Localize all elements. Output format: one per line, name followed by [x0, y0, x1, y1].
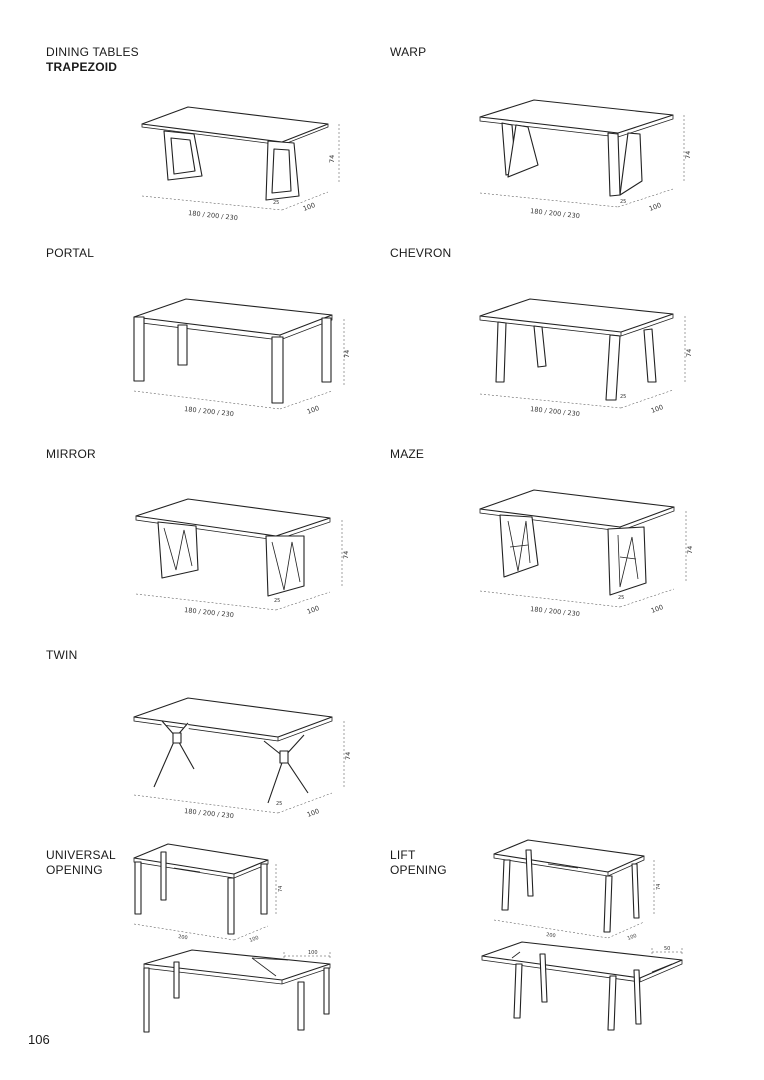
dim-depth: 100 [650, 603, 664, 615]
label-twin-line1: TWIN [46, 648, 78, 662]
dim-depth: 100 [650, 403, 664, 415]
label-portal: PORTAL [46, 246, 94, 261]
label-trapezoid: DINING TABLES TRAPEZOID [46, 45, 139, 75]
drawing-lift-closed: 200 100 74 [493, 839, 662, 942]
maze-leg-right [607, 526, 647, 596]
tabletop-extended [143, 949, 331, 981]
label-warp: WARP [390, 45, 426, 60]
maze-leg-left [499, 514, 539, 578]
dim-depth: 100 [249, 935, 260, 944]
dim-height: 74 [686, 546, 694, 554]
universal-legs [134, 851, 268, 935]
dim-depth: 100 [306, 604, 320, 616]
dim-height: 74 [685, 349, 693, 357]
drawing-chevron: 180 / 200 / 230 100 74 25 [479, 298, 693, 418]
label-universal: UNIVERSAL OPENING [46, 848, 116, 878]
dim-height: 74 [344, 752, 352, 760]
label-universal-line1: UNIVERSAL [46, 848, 116, 862]
drawing-maze: 180 / 200 / 230 100 74 25 [479, 489, 694, 618]
label-twin: TWIN [46, 648, 77, 663]
label-mirror: MIRROR [46, 447, 96, 462]
mirror-leg-right [265, 535, 305, 597]
chevron-legs [495, 321, 657, 401]
label-trapezoid-line2: TRAPEZOID [46, 60, 118, 74]
dim-length: 180 / 200 / 230 [530, 405, 580, 418]
portal-legs [133, 316, 332, 404]
label-lift: LIFT OPENING [390, 848, 447, 878]
warp-leg-left [501, 122, 539, 178]
drawing-universal-open: 100 [143, 949, 331, 1033]
page-number: 106 [28, 1032, 50, 1047]
label-lift-line1: LIFT [390, 848, 416, 862]
drawing-lift-open: 50 [481, 941, 683, 1031]
label-trapezoid-line1: DINING TABLES [46, 45, 139, 59]
dim-leg: 25 [620, 394, 626, 400]
tabletop [133, 298, 333, 336]
dim-extension: 50 [664, 946, 670, 952]
dim-extension: 100 [308, 950, 318, 956]
dim-length: 180 / 200 / 230 [530, 207, 580, 220]
label-lift-line2: OPENING [390, 863, 447, 877]
dim-leg: 25 [620, 199, 626, 205]
trapezoid-leg-right [265, 140, 300, 201]
label-mirror-line1: MIRROR [46, 447, 96, 461]
dim-length: 180 / 200 / 230 [184, 606, 234, 619]
twin-leg-left [153, 720, 195, 788]
tabletop-extended [481, 941, 683, 979]
drawing-mirror: 180 / 200 / 230 100 74 25 [135, 498, 350, 619]
dim-leg: 25 [273, 200, 279, 206]
dim-height: 74 [342, 551, 350, 559]
twin-leg-right [263, 734, 309, 804]
drawing-trapezoid: 180 / 200 / 230 100 74 25 [141, 106, 340, 222]
universal-open-legs [143, 961, 330, 1033]
mirror-leg-left [157, 521, 199, 579]
dim-length: 180 / 200 / 230 [184, 405, 234, 418]
drawing-warp: 180 / 200 / 230 100 74 25 [479, 99, 692, 220]
dim-depth: 100 [306, 807, 320, 819]
tabletop [479, 298, 674, 333]
dim-leg: 25 [274, 598, 280, 604]
drawing-portal: 180 / 200 / 230 100 74 [133, 298, 351, 418]
dim-depth: 100 [648, 201, 662, 213]
dim-leg: 25 [276, 801, 282, 807]
dim-depth: 100 [302, 201, 316, 213]
dim-height: 74 [328, 155, 336, 163]
drawing-twin: 180 / 200 / 230 100 74 25 [133, 697, 352, 820]
dim-length: 180 / 200 / 230 [530, 605, 580, 618]
dim-height: 74 [684, 151, 692, 159]
lift-legs [501, 849, 640, 933]
label-universal-line2: OPENING [46, 863, 103, 877]
label-warp-line1: WARP [390, 45, 427, 59]
label-portal-line1: PORTAL [46, 246, 95, 260]
label-maze: MAZE [390, 447, 424, 462]
drawing-universal-closed: 200 100 74 [133, 843, 284, 944]
dim-depth: 100 [306, 404, 320, 416]
dim-depth: 100 [627, 933, 638, 942]
dim-length: 200 [178, 934, 188, 941]
label-chevron-line1: CHEVRON [390, 246, 452, 260]
dim-length: 200 [546, 932, 556, 939]
label-maze-line1: MAZE [390, 447, 425, 461]
trapezoid-leg-left [163, 130, 203, 181]
dim-length: 180 / 200 / 230 [184, 807, 234, 820]
dim-height: 74 [278, 886, 284, 892]
dim-height: 74 [656, 884, 662, 890]
label-chevron: CHEVRON [390, 246, 451, 261]
lift-open-legs [513, 953, 642, 1031]
dim-height: 74 [343, 350, 351, 358]
tabletop [133, 843, 269, 875]
dim-length: 180 / 200 / 230 [188, 209, 238, 222]
warp-leg-right [607, 132, 643, 197]
dim-leg: 25 [618, 595, 624, 601]
